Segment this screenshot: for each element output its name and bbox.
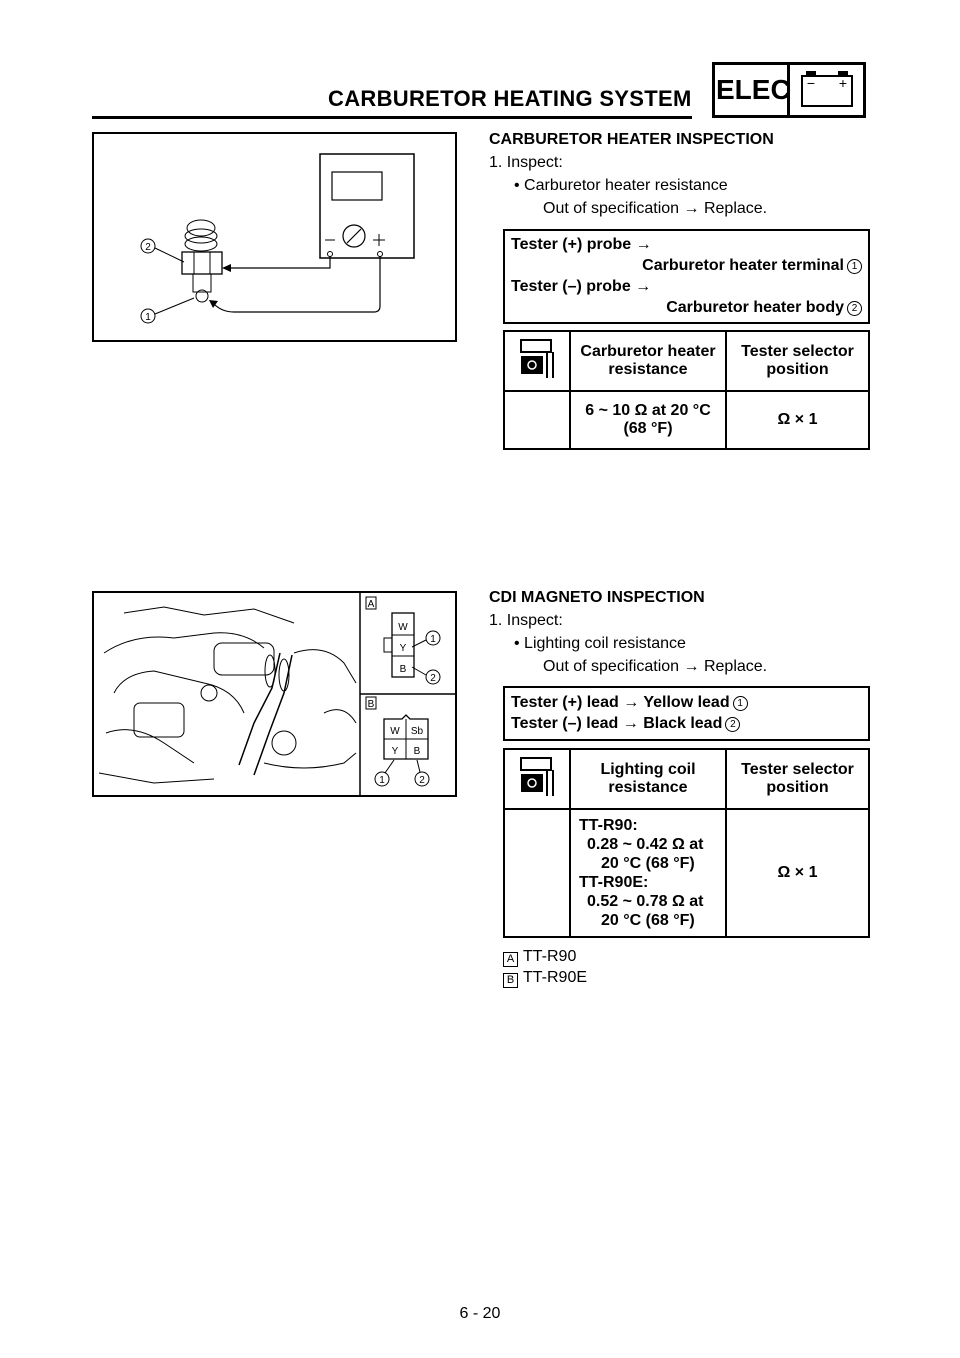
- bullet-text: Carburetor heater resistance: [524, 177, 728, 194]
- bullet-item: • Carburetor heater resistance: [514, 177, 728, 194]
- heater-resistance-value: 6 ~ 10 Ω at 20 °C (68 °F): [569, 390, 727, 450]
- selector-value: Ω × 1: [725, 390, 870, 450]
- legend-text-a: TT-R90: [523, 948, 577, 965]
- wire-w: W: [398, 622, 408, 633]
- wire-sb: Sb: [411, 726, 424, 737]
- coil-resistance-header: Lighting coil resistance: [569, 748, 727, 810]
- heater-resistance-header: Carburetor heater resistance: [569, 330, 727, 392]
- battery-icon: − +: [801, 71, 853, 107]
- cdi-magneto-photo: A B W Y B 1 2 W Sb Y B 1 2: [98, 593, 455, 795]
- legend-text-b: TT-R90E: [523, 969, 588, 986]
- multimeter-icon: [520, 338, 554, 378]
- callout-1: 1: [145, 312, 151, 323]
- callout-2b: 2: [419, 775, 425, 786]
- wire-y: Y: [400, 643, 407, 654]
- section-heading: CDI MAGNETO INSPECTION: [489, 589, 705, 606]
- temp-tt-r90: 20 °C (68 °F): [601, 855, 695, 872]
- callout-1: 1: [732, 696, 748, 711]
- value-tt-r90e: 0.52 ~ 0.78 Ω at: [587, 893, 704, 910]
- figure-label-b: B: [368, 699, 375, 710]
- callout-2: 2: [847, 301, 862, 316]
- temp-tt-r90e: 20 °C (68 °F): [601, 912, 695, 929]
- model-tt-r90e: TT-R90E:: [579, 874, 649, 891]
- bullet-item: • Lighting coil resistance: [514, 635, 686, 652]
- selector-header: Tester selector position: [725, 748, 870, 810]
- section-heading: CARBURETOR HEATER INSPECTION: [489, 131, 774, 148]
- probe-minus-label: Tester (–) probe →: [511, 278, 652, 295]
- callout-2: 2: [145, 242, 151, 253]
- elec-badge-divider: [787, 62, 790, 118]
- bullet-text: Lighting coil resistance: [524, 635, 686, 652]
- probe-plus-target-text: Carburetor heater terminal: [642, 257, 844, 274]
- wire-w-2: W: [390, 726, 400, 737]
- figure-label-a: A: [368, 599, 375, 610]
- model-tt-r90: TT-R90:: [579, 817, 638, 834]
- probe-minus-target-text: Carburetor heater body: [666, 299, 844, 316]
- carburetor-heater-diagram: 2 1: [140, 153, 415, 324]
- lead-minus-text: Tester (–) lead → Black lead: [511, 715, 723, 732]
- selector-header: Tester selector position: [725, 330, 870, 392]
- lead-plus-text: Tester (+) lead → Yellow lead: [511, 694, 730, 711]
- svg-text:+: +: [839, 75, 847, 91]
- spec-note: Out of specification → Replace.: [543, 658, 768, 675]
- meter-icon-cell: [503, 330, 571, 392]
- multimeter-icon: [520, 756, 554, 796]
- meter-icon-cell: [503, 748, 571, 810]
- selector-value: Ω × 1: [725, 808, 870, 938]
- callout-1: 1: [430, 634, 436, 645]
- spec-note: Out of specification → Replace.: [543, 200, 768, 217]
- callout-2: 2: [430, 673, 436, 684]
- page-number: 6 - 20: [459, 1305, 501, 1322]
- probe-box: Tester (+) probe → Carburetor heater ter…: [503, 229, 870, 324]
- wire-y-2: Y: [392, 746, 399, 757]
- value-tt-r90: 0.28 ~ 0.42 Ω at: [587, 836, 704, 853]
- coil-resistance-values: TT-R90: 0.28 ~ 0.42 Ω at 20 °C (68 °F) T…: [569, 808, 727, 938]
- heater-spec-table: Carburetor heater resistance Tester sele…: [503, 330, 870, 450]
- callout-1b: 1: [379, 775, 385, 786]
- header-rule: [92, 116, 692, 119]
- empty-cell: [503, 390, 571, 450]
- step-text: 1. Inspect:: [489, 612, 563, 629]
- engine-illustration: [98, 606, 357, 784]
- legend-key-b: B: [503, 973, 518, 988]
- carburetor-heater-figure: 2 1: [92, 132, 457, 342]
- legend-item-a: A TT-R90: [503, 948, 576, 967]
- legend-item-b: B TT-R90E: [503, 969, 587, 988]
- cdi-magneto-figure: A B W Y B 1 2 W Sb Y B 1 2: [92, 591, 457, 797]
- step-text: 1. Inspect:: [489, 154, 563, 171]
- wire-b-2: B: [414, 746, 421, 757]
- empty-cell: [503, 808, 571, 938]
- elec-badge-label: ELEC: [716, 74, 791, 105]
- legend-key-a: A: [503, 952, 518, 967]
- page-section-title: CARBURETOR HEATING SYSTEM: [328, 86, 692, 111]
- svg-text:−: −: [807, 75, 815, 91]
- probe-plus-label: Tester (+) probe →: [511, 236, 652, 253]
- callout-1: 1: [847, 259, 862, 274]
- callout-2: 2: [725, 717, 741, 732]
- coil-spec-table: Lighting coil resistance Tester selector…: [503, 748, 870, 938]
- wire-b: B: [400, 664, 407, 675]
